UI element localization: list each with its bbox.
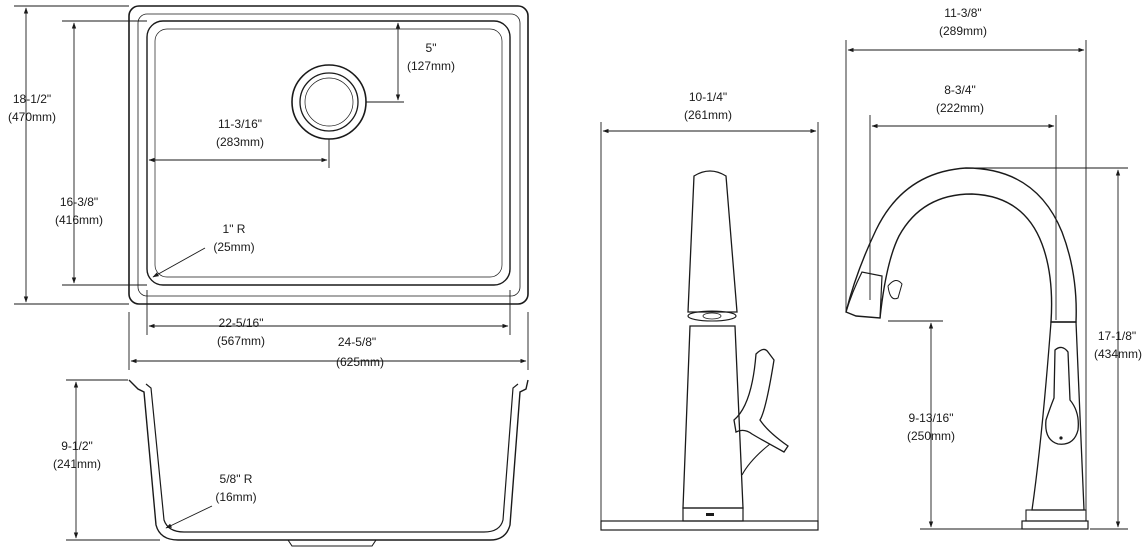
sink-side-outer (128, 379, 529, 541)
faucet-front-handle (733, 348, 789, 453)
faucet-front-spray-face (687, 310, 737, 322)
outer-width-label: 24-5/8" (338, 335, 376, 349)
sink-inner-rim (137, 13, 521, 297)
depth-label: 9-1/2" (61, 439, 93, 453)
faucet-side-dimensions (845, 40, 1128, 530)
bottom-radius-label: 5/8" R (220, 472, 253, 486)
faucet-side-handle (1045, 346, 1079, 445)
faucet-width-mm-label: (261mm) (684, 108, 732, 122)
spout-reach-label: 8-3/4" (944, 83, 976, 97)
faucet-reach-mm-label: (289mm) (939, 24, 987, 38)
drain-offset-y-label: 5" (426, 41, 437, 55)
sink-drain-stub (287, 539, 377, 547)
corner-radius-leader (152, 247, 206, 278)
sink-top-view (128, 5, 529, 305)
sink-basin-inner (154, 28, 503, 278)
faucet-width-label: 10-1/4" (689, 90, 727, 104)
bottom-radius-leader (165, 505, 213, 529)
inner-width-label: 22-5/16" (219, 316, 264, 330)
sink-side-dimensions (66, 379, 213, 541)
inner-height-mm-label: (416mm) (55, 213, 103, 227)
faucet-front-dimensions (600, 122, 819, 521)
outer-height-mm-label: (470mm) (8, 110, 56, 124)
faucet-side-spray-button (887, 280, 903, 300)
depth-mm-label: (241mm) (53, 457, 101, 471)
faucet-front-labels: 10-1/4" (261mm) (684, 90, 732, 122)
drain-offset-y-mm-label: (127mm) (407, 59, 455, 73)
faucet-front-base (682, 507, 744, 522)
faucet-front-view (600, 170, 819, 531)
faucet-side-base (1025, 509, 1087, 522)
drain-offset-x-mm-label: (283mm) (216, 135, 264, 149)
spout-reach-mm-label: (222mm) (936, 101, 984, 115)
faucet-front-spray-head (687, 170, 738, 313)
drain-offset-x-label: 11-3/16" (218, 117, 262, 131)
bottom-radius-mm-label: (16mm) (215, 490, 256, 504)
faucet-front-body (682, 325, 744, 509)
inner-height-label: 16-3/8" (60, 195, 98, 209)
outer-height-label: 18-1/2" (13, 92, 51, 106)
spout-height-label: 9-13/16" (909, 411, 954, 425)
faucet-height-mm-label: (434mm) (1094, 347, 1142, 361)
faucet-height-label: 17-1/8" (1098, 329, 1136, 343)
faucet-side-body (1031, 321, 1085, 511)
faucet-front-deck-plate (600, 520, 819, 531)
drain-icon (291, 64, 367, 140)
sink-top-labels: 18-1/2" (470mm) 16-3/8" (416mm) 5" (127m… (8, 41, 455, 369)
faucet-side-spray-head (845, 271, 883, 319)
outer-width-mm-label: (625mm) (336, 355, 384, 369)
sink-top-dimensions (14, 5, 529, 370)
spout-height-mm-label: (250mm) (907, 429, 955, 443)
sink-outer-rim (128, 5, 529, 305)
sink-basin-outline (146, 20, 511, 286)
sink-side-labels: 9-1/2" (241mm) 5/8" R (16mm) (53, 439, 257, 504)
inner-width-mm-label: (567mm) (217, 334, 265, 348)
faucet-side-labels: 11-3/8" (289mm) 8-3/4" (222mm) 17-1/8" (… (907, 6, 1142, 443)
sink-side-inner (145, 383, 519, 533)
faucet-side-view (845, 167, 1089, 530)
faucet-reach-label: 11-3/8" (944, 6, 981, 20)
sink-side-view (128, 379, 529, 547)
corner-radius-label: 1" R (223, 222, 246, 236)
faucet-side-deck-plate (1021, 520, 1089, 530)
corner-radius-mm-label: (25mm) (213, 240, 254, 254)
